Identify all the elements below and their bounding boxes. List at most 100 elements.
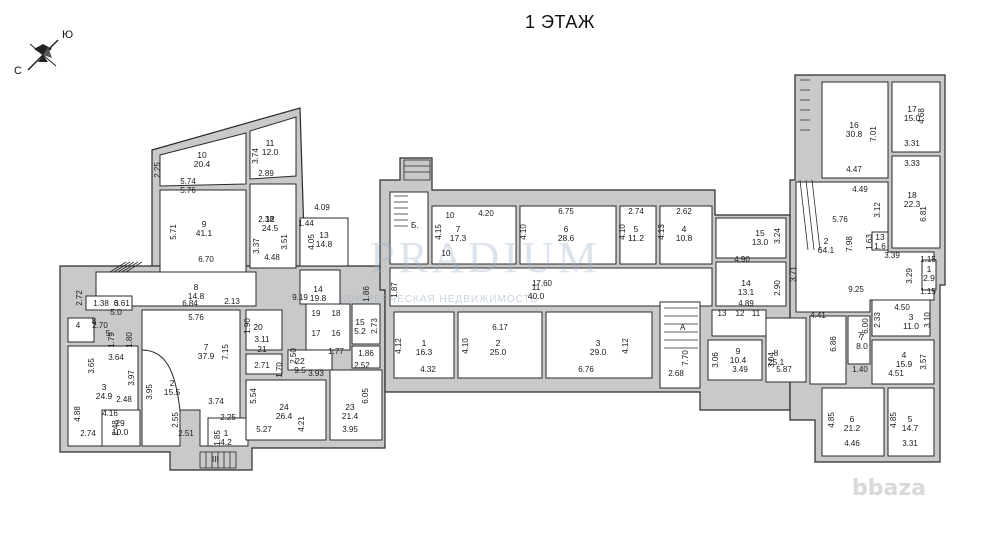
dimension-label: 3.61 xyxy=(114,299,130,308)
room-number: 6 xyxy=(564,224,569,234)
dimension-label: 2.73 xyxy=(370,318,379,334)
room-area: 37.9 xyxy=(198,351,215,361)
room-number: 15 xyxy=(355,317,365,327)
room-area: 41.1 xyxy=(196,228,213,238)
dimension-label: 5.76 xyxy=(180,186,196,195)
dimension-label: 2.68 xyxy=(668,369,684,378)
room-number: 15 xyxy=(755,228,765,238)
compass-east-label: Ю xyxy=(62,29,73,41)
dimension-label: 10 xyxy=(446,211,455,220)
dimension-label: 3.24 xyxy=(773,228,782,244)
dimension-label: 4.32 xyxy=(420,365,436,374)
room-number: 2 xyxy=(496,338,501,348)
room-area: 15.5 xyxy=(164,387,181,397)
dimension-label: 2.72 xyxy=(75,290,84,306)
room-number: 2 xyxy=(824,236,829,246)
room-area: 40.0 xyxy=(528,291,545,301)
room-number: 3 xyxy=(909,312,914,322)
room-area: 64.1 xyxy=(818,245,835,255)
dimension-label: 2.13 xyxy=(224,297,240,306)
dimension-label: 3.57 xyxy=(919,354,928,370)
room-area: 14.8 xyxy=(188,291,205,301)
dimension-label: 4.21 xyxy=(297,416,306,432)
room-area: 21.4 xyxy=(342,411,359,421)
room-number: 24 xyxy=(279,402,289,412)
room-area: 14.8 xyxy=(316,239,333,249)
room-area: 13.1 xyxy=(738,287,755,297)
stair-iii-label: III xyxy=(212,455,219,464)
room-number: 14 xyxy=(313,284,323,294)
stair-b xyxy=(394,195,408,227)
dimension-label: 7.70 xyxy=(681,350,690,366)
room-number: 21 xyxy=(257,344,267,354)
room-number: 3 xyxy=(596,338,601,348)
dimension-label: 3.49 xyxy=(732,365,748,374)
dimension-label: 1.79 xyxy=(107,332,116,348)
room-area: 15.0 xyxy=(904,113,921,123)
room-area: 28.6 xyxy=(558,233,575,243)
dimension-label: 4.48 xyxy=(264,253,280,262)
dimension-label: 4.10 xyxy=(461,338,470,354)
dimension-label: 2.52 xyxy=(354,361,370,370)
dimension-label: 4.05 xyxy=(307,234,316,250)
dimension-label: 5.74 xyxy=(180,177,196,186)
dimension-label: 2.74 xyxy=(628,207,644,216)
room-number: 13 xyxy=(319,230,329,240)
room-number: 7 xyxy=(204,342,209,352)
dimension-label: 4.12 xyxy=(621,338,630,354)
dimension-label: 1.38 xyxy=(93,299,109,308)
dimension-label: 18 xyxy=(332,309,341,318)
dimension-label: 3.37 xyxy=(252,238,261,254)
room-area: 9.5 xyxy=(294,365,306,375)
dimension-label: 5.76 xyxy=(188,313,204,322)
dimension-label: 8 xyxy=(92,317,97,326)
watermark-sub: КОММЕРЧЕСКАЯ НЕДВИЖИМОСТЬ xyxy=(340,294,538,305)
room-area: 5.0 xyxy=(110,307,122,317)
dimension-label: 5.54 xyxy=(249,388,258,404)
room-number: 1 xyxy=(224,428,229,438)
dimension-label: 2.38 xyxy=(258,215,274,224)
room-area: 30.8 xyxy=(846,129,863,139)
dimension-label: 3.74 xyxy=(208,397,224,406)
dimension-label: 5.76 xyxy=(832,215,848,224)
room-number: 12 xyxy=(265,214,275,224)
compass-west-label: С xyxy=(14,65,22,77)
dimension-label: 3.12 xyxy=(873,202,882,218)
dimension-label: 2.50 xyxy=(289,348,298,364)
room-area: 22.3 xyxy=(904,199,921,209)
dimension-label: 1.85 xyxy=(213,430,222,446)
dimension-label: 4.16 xyxy=(102,409,118,418)
dimension-label: 6.70 xyxy=(198,255,214,264)
room-area: 10.0 xyxy=(112,427,129,437)
brand-watermark: bbaza xyxy=(852,476,926,501)
room-number: 3 xyxy=(102,382,107,392)
dimension-label: 4.12 xyxy=(394,338,403,354)
dimension-label: 17.60 xyxy=(532,279,553,288)
dimension-label: 2.25 xyxy=(220,413,236,422)
dimension-label: 1.15 xyxy=(920,287,936,296)
dimension-label: 3.39 xyxy=(884,251,900,260)
dimension-label: 4 xyxy=(76,321,81,330)
dimension-label: 4.46 xyxy=(844,439,860,448)
room-number: 14 xyxy=(741,278,751,288)
room-area: 5.2 xyxy=(354,326,366,336)
dimension-label: 4.10 xyxy=(618,224,627,240)
dimension-label: 4.20 xyxy=(478,209,494,218)
dimension-label: 3.11 xyxy=(255,335,271,344)
room-area: 29.0 xyxy=(590,347,607,357)
dimension-label: 1.63 xyxy=(865,234,874,250)
dimension-label: 3.71 xyxy=(789,266,798,282)
dimension-label: 1.80 xyxy=(125,332,134,348)
dimension-label: 2.74 xyxy=(80,429,96,438)
room-area: 10.8 xyxy=(676,233,693,243)
dimension-label: 7.15 xyxy=(221,344,230,360)
floor-title: 1 ЭТАЖ xyxy=(525,12,595,32)
dimension-label: 3.31 xyxy=(902,439,918,448)
room-area: 25.1 xyxy=(768,357,785,367)
room-number: 8 xyxy=(774,348,779,358)
room-number: 7 xyxy=(860,332,865,342)
dimension-label: 2.89 xyxy=(258,169,274,178)
dimension-label: 2.48 xyxy=(111,420,120,436)
room-area: 25.0 xyxy=(490,347,507,357)
room-number: 4 xyxy=(682,224,687,234)
